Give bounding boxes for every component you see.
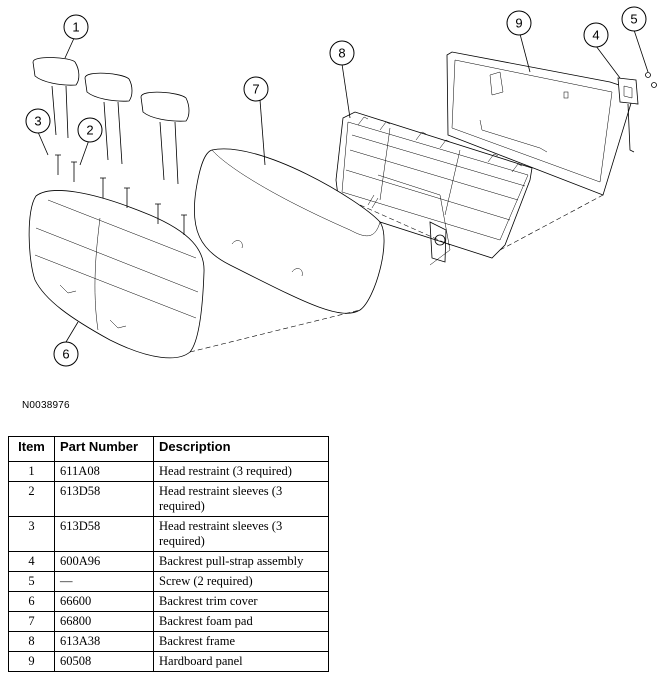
callout-1: 1	[63, 14, 89, 40]
table-row: 8 613A38 Backrest frame	[8, 631, 329, 652]
table-row: 5 — Screw (2 required)	[8, 571, 329, 592]
cell-part-number: 66600	[54, 591, 154, 612]
cell-description: Head restraint (3 required)	[153, 461, 329, 482]
exploded-view-diagram: 1 2 3 4 5 6 7 8 9	[25, 6, 657, 367]
pull-strap-assembly	[617, 77, 639, 153]
svg-text:4: 4	[592, 28, 599, 43]
svg-text:2: 2	[86, 123, 93, 138]
table-row: 3 613D58 Head restraint sleeves (3 requi…	[8, 516, 329, 552]
callout-6: 6	[53, 341, 79, 367]
backrest-trim-cover	[28, 190, 205, 359]
header-description: Description	[153, 436, 329, 462]
cell-part-number: 613D58	[54, 516, 154, 552]
cell-item: 9	[8, 651, 55, 672]
cell-part-number: 600A96	[54, 551, 154, 572]
cell-description: Head restraint sleeves (3 required)	[153, 516, 329, 552]
cell-description: Backrest foam pad	[153, 611, 329, 632]
cell-description: Hardboard panel	[153, 651, 329, 672]
backrest-foam-pad	[193, 148, 385, 314]
table-row: 4 600A96 Backrest pull-strap assembly	[8, 551, 329, 572]
table-row: 9 60508 Hardboard panel	[8, 651, 329, 672]
callout-2: 2	[77, 117, 103, 143]
cell-part-number: 60508	[54, 651, 154, 672]
table-row: 1 611A08 Head restraint (3 required)	[8, 461, 329, 482]
cell-item: 2	[8, 481, 55, 517]
table-row: 7 66800 Backrest foam pad	[8, 611, 329, 632]
cell-part-number: 613A38	[54, 631, 154, 652]
cell-part-number: 611A08	[54, 461, 154, 482]
header-part-number: Part Number	[54, 436, 154, 462]
table-header-row: Item Part Number Description	[8, 436, 329, 462]
head-restraints	[32, 57, 190, 185]
cell-description: Backrest pull-strap assembly	[153, 551, 329, 572]
cell-description: Head restraint sleeves (3 required)	[153, 481, 329, 517]
svg-text:3: 3	[34, 114, 41, 129]
parts-table: Item Part Number Description 1 611A08 He…	[8, 436, 329, 672]
callout-4: 4	[583, 22, 609, 48]
cell-item: 8	[8, 631, 55, 652]
callout-8: 8	[329, 40, 355, 66]
svg-text:7: 7	[252, 82, 259, 97]
screws	[645, 72, 657, 88]
cell-item: 1	[8, 461, 55, 482]
head-restraint-sleeves	[55, 154, 187, 235]
cell-item: 5	[8, 571, 55, 592]
svg-text:6: 6	[62, 347, 69, 362]
header-item: Item	[8, 436, 55, 462]
cell-description: Backrest frame	[153, 631, 329, 652]
callout-9: 9	[506, 10, 532, 36]
cell-description: Screw (2 required)	[153, 571, 329, 592]
cell-item: 6	[8, 591, 55, 612]
cell-part-number: 66800	[54, 611, 154, 632]
figure-id: N0038976	[22, 400, 70, 411]
cell-part-number: —	[54, 571, 154, 592]
cell-description: Backrest trim cover	[153, 591, 329, 612]
hardboard-panel	[446, 51, 633, 196]
cell-item: 7	[8, 611, 55, 632]
table-row: 2 613D58 Head restraint sleeves (3 requi…	[8, 481, 329, 517]
svg-text:5: 5	[630, 12, 637, 27]
cell-part-number: 613D58	[54, 481, 154, 517]
callout-5: 5	[621, 6, 647, 32]
cell-item: 4	[8, 551, 55, 572]
svg-text:9: 9	[515, 16, 522, 31]
assembly-lines	[189, 194, 604, 353]
backrest-frame	[335, 111, 533, 266]
svg-text:1: 1	[72, 20, 79, 35]
cell-item: 3	[8, 516, 55, 552]
leader-lines	[37, 29, 649, 343]
svg-text:8: 8	[338, 46, 345, 61]
callout-7: 7	[243, 76, 269, 102]
table-row: 6 66600 Backrest trim cover	[8, 591, 329, 612]
callout-3: 3	[25, 108, 51, 134]
